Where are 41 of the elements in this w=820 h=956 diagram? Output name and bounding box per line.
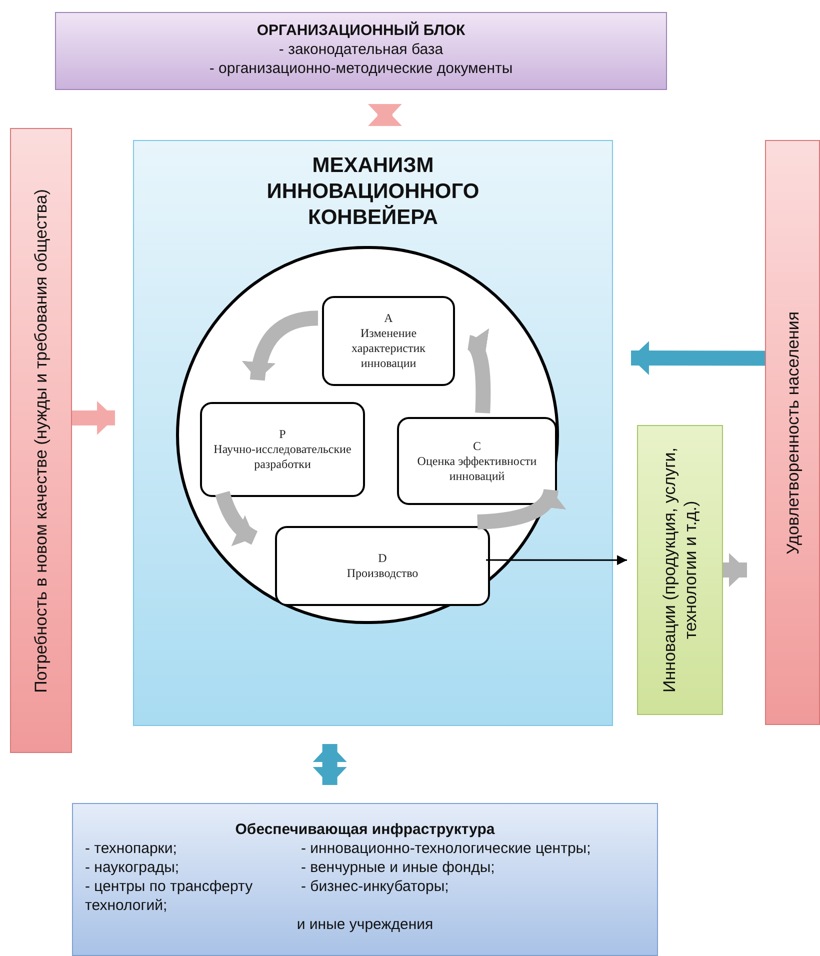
- stage-letter: C: [472, 438, 481, 454]
- mechanism-title: МЕХАНИЗМ ИННОВАЦИОННОГО КОНВЕЙЕРА: [266, 153, 480, 231]
- block-arrow: [312, 744, 347, 785]
- mechanism-panel: [133, 140, 613, 726]
- list-item: - инновационно-технологические центры;: [301, 839, 592, 858]
- stage-text: Производство: [346, 566, 418, 581]
- list-item: - венчурные и иные фонды;: [301, 858, 496, 877]
- stage-letter: A: [384, 311, 393, 326]
- block-heading: Обеспечивающая инфраструктура: [235, 820, 495, 839]
- stage-letter: P: [279, 427, 286, 442]
- stage-letter: D: [378, 551, 387, 566]
- stage-box: [200, 402, 365, 497]
- list-item: - законодательная база: [278, 40, 444, 59]
- stage-text: Оценка эффективности инноваций: [416, 454, 538, 484]
- list-item: - наукограды;: [85, 858, 180, 877]
- stage-box: [322, 296, 455, 386]
- vertical-label: Потребность в новом качестве (нужды и требования общества): [30, 188, 52, 694]
- curved-arrow: [477, 488, 564, 530]
- satisfaction-band: [765, 140, 820, 725]
- innovation-box: [637, 425, 723, 715]
- list-item: - бизнес-инкубаторы;: [301, 877, 450, 897]
- vertical-label: Инновации (продукция, услуги, технологии и т.д.): [659, 446, 701, 694]
- connector-arrow: [486, 555, 627, 566]
- stage-box: [397, 417, 557, 505]
- stage-box: [275, 526, 490, 606]
- stage-text: Изменение характеристик инновации: [350, 326, 426, 371]
- block-arrow: [723, 553, 747, 587]
- vertical-label: Удовлетворенность населения: [782, 310, 803, 556]
- block-arrow: [72, 400, 116, 435]
- list-item: - центры по трансферту технологий;: [85, 877, 254, 915]
- stage-text: Научно-исследовательские разработки: [212, 442, 352, 472]
- block-arrow: [630, 341, 765, 376]
- infrastructure-box: [72, 803, 658, 956]
- list-item: - технопарки;: [85, 839, 178, 858]
- curved-arrow: [466, 332, 492, 414]
- org-block-box: [55, 12, 667, 90]
- block-heading: ОРГАНИЗАЦИОННЫЙ БЛОК: [256, 21, 466, 40]
- need-band: [10, 128, 72, 753]
- list-item: и иные учреждения: [296, 915, 434, 934]
- list-item: - организационно-методические документы: [209, 59, 513, 78]
- block-arrow: [368, 104, 402, 126]
